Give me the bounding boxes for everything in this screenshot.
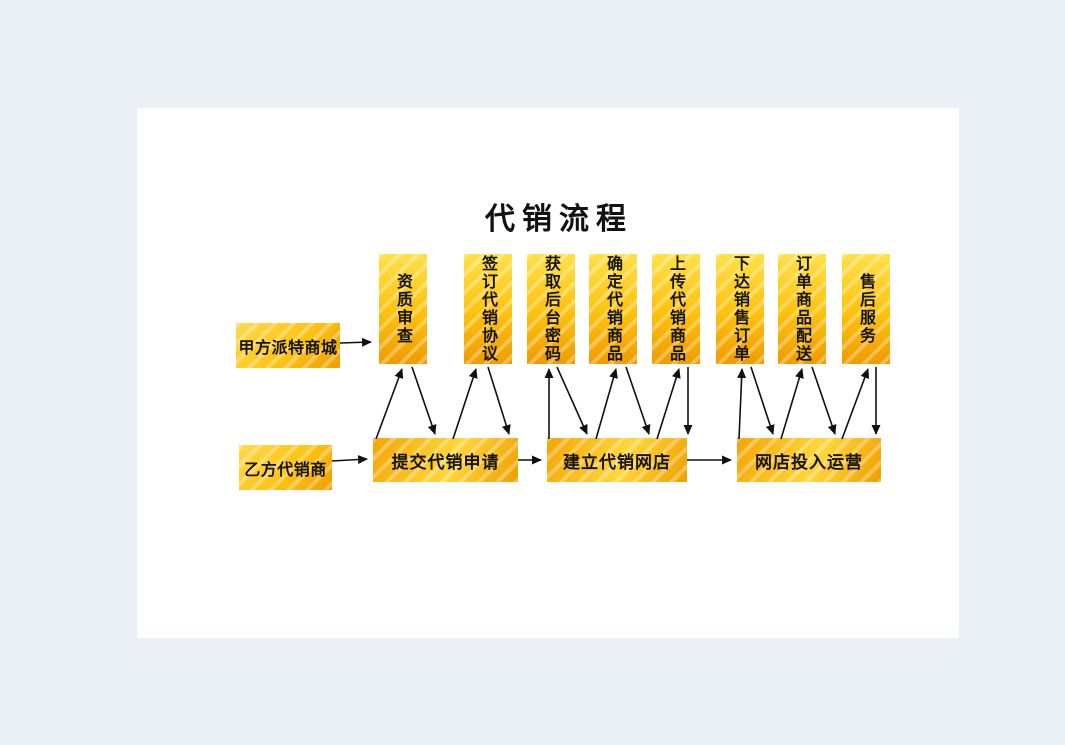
node-place-sales-order: 下达销售订单	[716, 254, 764, 364]
node-party-b-agent: 乙方代销商	[239, 445, 332, 490]
node-store-in-operation: 网店投入运营	[737, 438, 881, 482]
node-party-a-mall: 甲方派特商城	[236, 323, 340, 368]
node-sign-agreement: 签订代销协议	[464, 254, 512, 364]
node-order-delivery: 订单商品配送	[778, 254, 826, 364]
diagram-canvas: 代销流程 资质审查 签订代销协议 获取后台密码 确定代销商品 上传代销商品 下达…	[137, 108, 959, 638]
node-confirm-products: 确定代销商品	[589, 254, 637, 364]
node-get-backend-password: 获取后台密码	[527, 254, 575, 364]
node-build-online-store: 建立代销网店	[547, 438, 687, 482]
node-submit-application: 提交代销申请	[373, 438, 518, 482]
node-qualification-review: 资质审查	[379, 254, 427, 364]
node-upload-products: 上传代销商品	[652, 254, 700, 364]
node-after-sales-service: 售后服务	[842, 254, 890, 364]
diagram-title: 代销流程	[485, 202, 633, 237]
connector-arrows	[331, 337, 881, 465]
